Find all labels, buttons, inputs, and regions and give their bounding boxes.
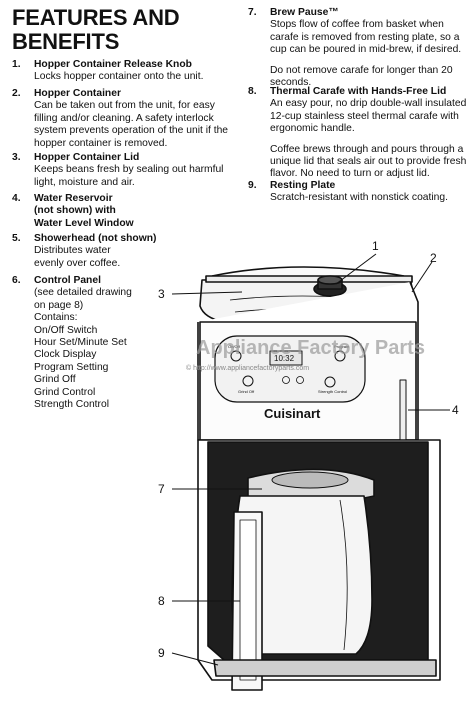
control-panel <box>214 335 366 403</box>
watermark-url: © http://www.appliancefactoryparts.com <box>186 364 309 372</box>
item-heading: Brew Pause™ <box>270 7 339 18</box>
item-text: Scratch-resistant with nonstick coating. <box>270 192 448 204</box>
item-text: Keeps beans fresh by sealing out harmful <box>34 164 224 176</box>
item-number: 3. <box>12 152 21 163</box>
callout-1: 1 <box>372 239 379 253</box>
item-text: Program Setting <box>34 361 109 373</box>
item-text: Grind Control <box>34 386 96 398</box>
item-text: Grind Off <box>34 374 76 386</box>
item-text: evenly over coffee. <box>34 257 121 269</box>
item-heading: Resting Plate <box>270 180 336 191</box>
item-text: filling and/or cleaning. A safety interl… <box>34 112 214 124</box>
item-heading: Thermal Carafe with Hands-Free Lid <box>270 86 447 97</box>
item-heading: Control Panel <box>34 275 101 286</box>
item-text: On/Off Switch <box>34 324 98 336</box>
item-text: Hour Set/Minute Set <box>34 337 127 349</box>
item-text: on page 8) <box>34 299 84 311</box>
item-number: 6. <box>12 275 21 286</box>
svg-text:Strength Control: Strength Control <box>318 389 347 394</box>
item-text: Do not remove carafe for longer than 20 <box>270 64 453 76</box>
callout-8: 8 <box>158 594 165 608</box>
item-text: Strength Control <box>34 399 109 411</box>
callout-7: 7 <box>158 482 165 496</box>
svg-text:Grind Off: Grind Off <box>238 389 255 394</box>
callout-2: 2 <box>430 251 437 265</box>
item-text: Coffee brews through and pours through a <box>270 143 464 155</box>
item-text: An easy pour, no drip double-wall insula… <box>270 98 467 110</box>
item-text: cup can be poured in mid-brew, if desire… <box>270 44 462 56</box>
item-text: Contains: <box>34 312 78 324</box>
item-heading: Water Level Window <box>34 217 134 229</box>
item-text: Clock Display <box>34 349 97 361</box>
item-text: Locks hopper container onto the unit. <box>34 71 204 83</box>
item-heading: Water Reservoir <box>34 193 113 204</box>
item-heading: Showerhead (not shown) <box>34 233 157 244</box>
callout-3: 3 <box>158 287 165 301</box>
item-number: 4. <box>12 193 21 204</box>
item-text: ergonomic handle. <box>270 123 355 135</box>
brand-logo: Cuisinart <box>264 406 321 421</box>
item-number: 5. <box>12 233 21 244</box>
item-text: Stops flow of coffee from basket when <box>270 19 444 31</box>
item-number: 9. <box>248 180 257 191</box>
item-heading: (not shown) with <box>34 205 116 217</box>
item-text: Can be taken out from the unit, for easy <box>34 100 215 112</box>
callout-4: 4 <box>452 403 459 417</box>
item-heading: Hopper Container <box>34 88 121 99</box>
svg-text:Program: Program <box>334 344 350 349</box>
watermark: Appliance Factory Parts <box>196 337 425 359</box>
item-text: (see detailed drawing <box>34 287 132 299</box>
item-text: light, moisture and air. <box>34 176 135 188</box>
callout-9: 9 <box>158 646 165 660</box>
item-text: flavor. No need to turn or adjust lid. <box>270 168 430 180</box>
svg-text:On/Off: On/Off <box>228 344 241 349</box>
clock-display: 10:32 <box>274 354 295 363</box>
item-number: 1. <box>12 59 21 70</box>
item-text: hopper container is removed. <box>34 137 168 149</box>
item-text: carafe is removed from resting plate, so… <box>270 31 460 43</box>
item-number: 8. <box>248 86 257 97</box>
page-title: FEATURES AND BENEFITS <box>12 5 180 54</box>
item-number: 7. <box>248 7 257 18</box>
resting-plate <box>213 659 437 677</box>
item-text: 12-cup stainless steel thermal carafe wi… <box>270 110 459 122</box>
item-text: Distributes water <box>34 245 111 257</box>
item-heading: Hopper Container Release Knob <box>34 59 192 70</box>
item-text: seconds. <box>270 77 312 89</box>
item-text: system prevents operation of the unit if… <box>34 125 229 137</box>
item-number: 2. <box>12 88 21 99</box>
item-heading: Hopper Container Lid <box>34 152 140 163</box>
item-text: unique lid that seals air out to provide… <box>270 156 467 168</box>
